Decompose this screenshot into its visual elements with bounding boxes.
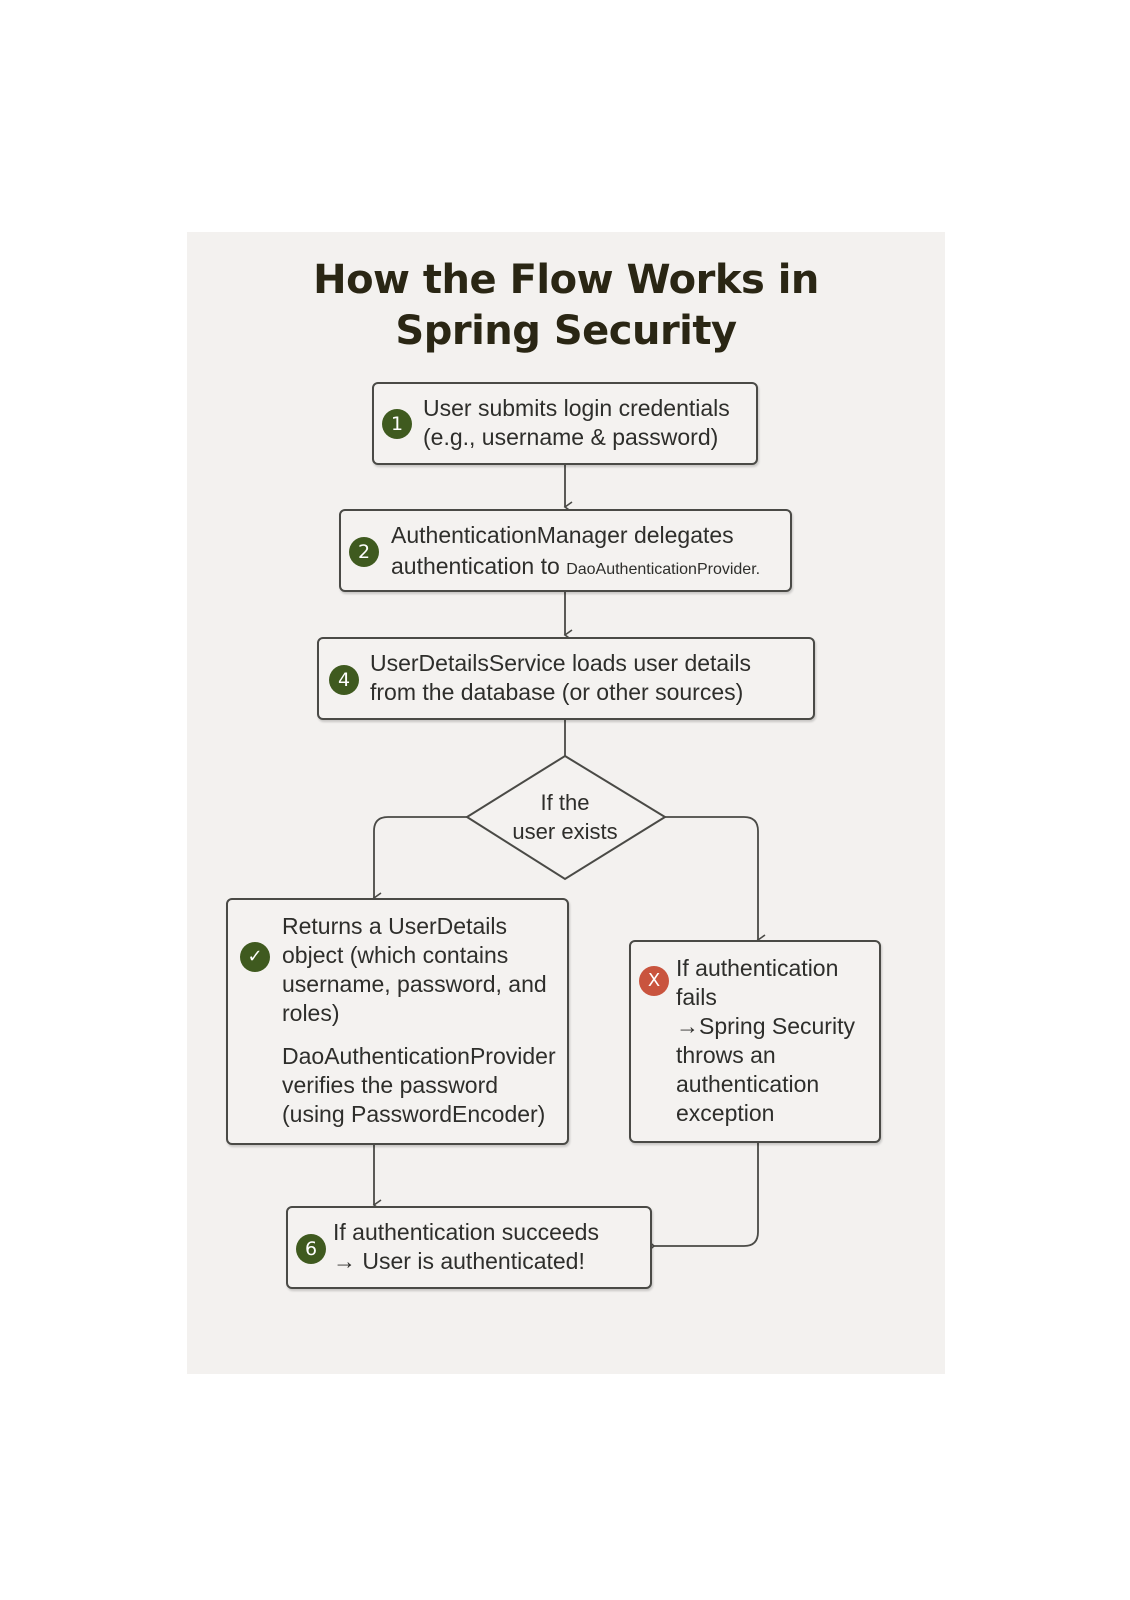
step1-line2: (e.g., username & password) xyxy=(423,424,719,450)
diagram-title: How the Flow Works in Spring Security xyxy=(187,255,945,357)
success-line4: roles) xyxy=(282,1000,340,1026)
failure-line5: authentication xyxy=(676,1071,820,1097)
step6-box: 6 If authentication succeeds → User is a… xyxy=(286,1206,652,1289)
decision-diamond xyxy=(465,754,667,881)
failure-line2: fails xyxy=(676,984,717,1010)
decision-line2: user exists xyxy=(512,819,618,844)
verify-line3: (using PasswordEncoder) xyxy=(282,1101,546,1127)
success-line1: Returns a UserDetails xyxy=(282,913,507,939)
title-line-1: How the Flow Works in xyxy=(313,257,819,303)
step2-line2-class: DaoAuthenticationProvider. xyxy=(566,561,761,578)
failure-line1: If authentication xyxy=(676,955,839,981)
arrow-decision-failure xyxy=(665,816,766,946)
step4-box: 4 UserDetailsService loads user details … xyxy=(317,637,815,720)
arrow-failure-step6 xyxy=(646,1143,759,1253)
success-line2: object (which contains xyxy=(282,942,509,968)
title-line-2: Spring Security xyxy=(395,308,737,354)
failure-line6: exception xyxy=(676,1100,775,1126)
step2-line2: authentication to DaoAuthenticationProvi… xyxy=(391,552,760,584)
decision-label: If the user exists xyxy=(485,788,645,846)
failure-line3: →Spring Security xyxy=(676,1013,855,1039)
step4-badge: 4 xyxy=(329,665,359,695)
step2-line2-main: authentication to xyxy=(391,553,567,579)
step2-box: 2 AuthenticationManager delegates authen… xyxy=(339,509,792,592)
verify-line2: verifies the password xyxy=(282,1072,499,1098)
arrow-decision-success xyxy=(372,816,467,904)
decision-line1: If the xyxy=(540,790,590,815)
step6-line1: If authentication succeeds xyxy=(333,1219,599,1245)
step1-badge: 1 xyxy=(382,409,412,439)
error-x-icon: X xyxy=(639,966,669,996)
success-line3: username, password, and xyxy=(282,971,547,997)
step6-line2: → User is authenticated! xyxy=(333,1248,585,1274)
step4-line2: from the database (or other sources) xyxy=(370,679,744,705)
step1-box: 1 User submits login credentials (e.g., … xyxy=(372,382,758,465)
check-icon: ✓ xyxy=(240,942,270,972)
failure-box: X If authentication fails →Spring Securi… xyxy=(629,940,881,1143)
failure-line4: throws an xyxy=(676,1042,776,1068)
step6-badge: 6 xyxy=(296,1234,326,1264)
step1-line1: User submits login credentials xyxy=(423,395,730,421)
step2-badge: 2 xyxy=(349,537,379,567)
step4-line1: UserDetailsService loads user details xyxy=(370,650,751,676)
step2-line1: AuthenticationManager delegates xyxy=(391,522,734,548)
verify-line1: DaoAuthenticationProvider xyxy=(282,1043,556,1069)
success-box: ✓ Returns a UserDetails object (which co… xyxy=(226,898,569,1145)
